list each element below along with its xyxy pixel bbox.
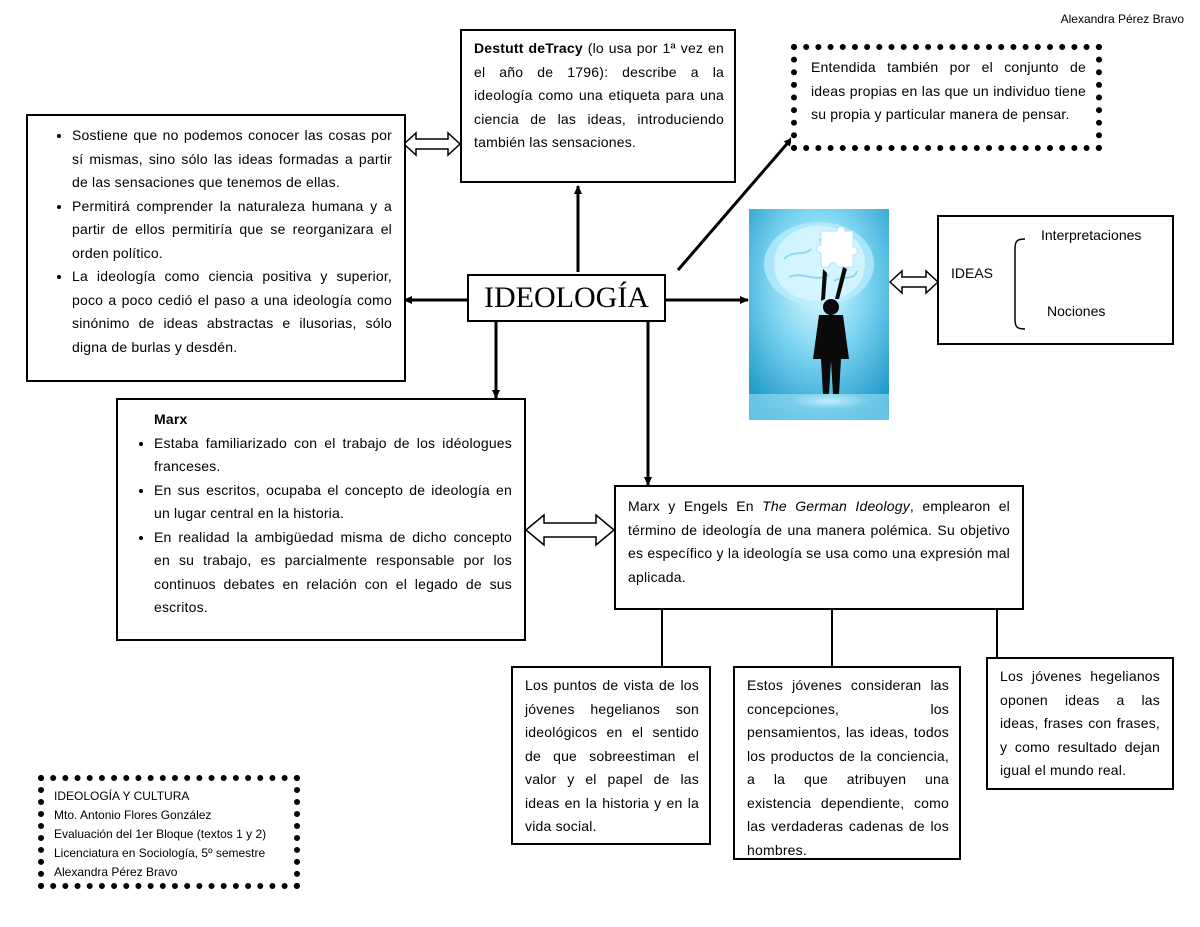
credits-line-1: IDEOLOGÍA Y CULTURA [54, 789, 190, 803]
marx-item-2: En sus escritos, ocupaba el concepto de … [154, 479, 512, 526]
double-arrow-image-ideas [888, 269, 940, 295]
bottom-box-3: Los jóvenes hegelianos oponen ideas a la… [986, 657, 1174, 790]
left-box: Sostiene que no podemos conocer las cosa… [26, 114, 406, 382]
double-arrow-marx-engels [524, 513, 616, 547]
center-title: IDEOLOGÍA [484, 281, 649, 314]
ideas-bottom: Nociones [1047, 303, 1106, 319]
ideas-box: IDEAS Interpretaciones Nociones [937, 215, 1174, 345]
ideas-label: IDEAS [951, 265, 994, 281]
brain-puzzle-image [749, 209, 889, 420]
author-header: Alexandra Pérez Bravo [1060, 12, 1184, 26]
tracy-box: Destutt deTracy (lo usa por 1ª vez en el… [460, 29, 736, 183]
arrow-to-entendida [676, 137, 794, 271]
tracy-text: (lo usa por 1ª vez en el año de 1796): d… [474, 40, 724, 150]
engels-pre: Marx y Engels En [628, 498, 763, 514]
entendida-box: Entendida también por el conjunto de ide… [791, 44, 1102, 151]
left-box-list: Sostiene que no podemos conocer las cosa… [46, 124, 392, 359]
marx-list: Estaba familiarizado con el trabajo de l… [128, 432, 512, 620]
credits-line-3: Evaluación del 1er Bloque (textos 1 y 2) [54, 827, 267, 841]
bottom-box-1: Los puntos de vista de los jóvenes hegel… [511, 666, 711, 845]
marx-item-1: Estaba familiarizado con el trabajo de l… [154, 432, 512, 479]
credits-line-2: Mto. Antonio Flores González [54, 808, 212, 822]
credits-line-4: Licenciatura en Sociología, 5º semestre [54, 846, 266, 860]
credits-box: IDEOLOGÍA Y CULTURA Mto. Antonio Flores … [38, 775, 300, 889]
left-box-item-1: Sostiene que no podemos conocer las cosa… [72, 124, 392, 195]
bottom-box-1-text: Los puntos de vista de los jóvenes hegel… [525, 677, 699, 834]
marx-box: Marx Estaba familiarizado con el trabajo… [116, 398, 526, 641]
engels-box: Marx y Engels En The German Ideology, em… [614, 485, 1024, 610]
marx-title: Marx [154, 411, 188, 427]
marx-item-3: En realidad la ambigüedad misma de dicho… [154, 526, 512, 620]
brain-puzzle-illustration [749, 209, 889, 420]
tracy-lead: Destutt deTracy [474, 40, 583, 56]
left-box-item-2: Permitirá comprender la naturaleza human… [72, 195, 392, 266]
ideas-top: Interpretaciones [1041, 227, 1142, 243]
credits-line-5: Alexandra Pérez Bravo [54, 865, 178, 879]
brace-icon [1014, 238, 1026, 330]
bottom-box-2-text: Estos jóvenes consideran las concepcione… [747, 677, 949, 858]
entendida-text: Entendida también por el conjunto de ide… [811, 59, 1086, 122]
center-title-box: IDEOLOGÍA [467, 274, 666, 322]
engels-book-title: The German Ideology [762, 498, 910, 514]
bottom-box-3-text: Los jóvenes hegelianos oponen ideas a la… [1000, 668, 1160, 778]
bottom-box-2: Estos jóvenes consideran las concepcione… [733, 666, 961, 860]
left-box-item-3: La ideología como ciencia positiva y sup… [72, 265, 392, 359]
double-arrow-left-tracy [402, 131, 462, 157]
engels-post: , emplearon el término de ideología de u… [628, 498, 1010, 585]
